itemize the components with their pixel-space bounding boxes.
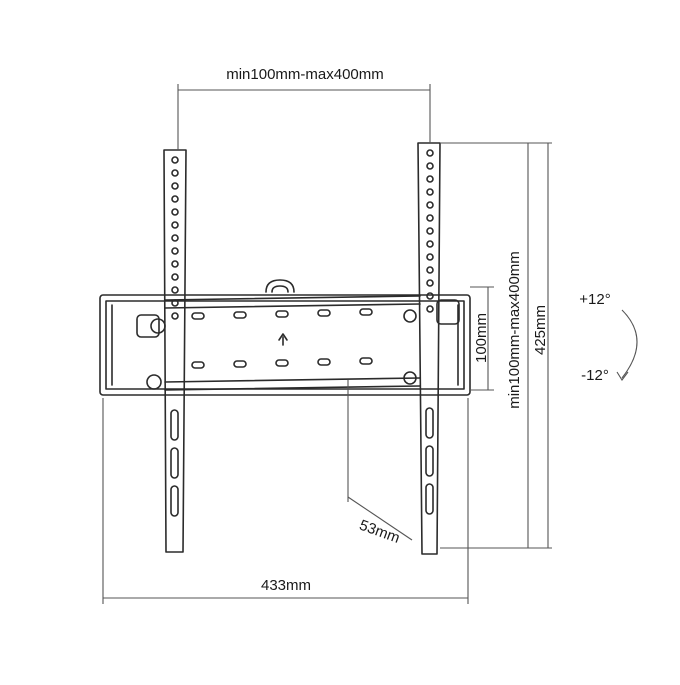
total-width-dimension xyxy=(102,398,469,604)
tilt-up-label: +12° xyxy=(579,291,610,308)
depth-dimension xyxy=(347,380,413,541)
vesa-width-label: min100mm-max400mm xyxy=(226,66,384,83)
right-arm xyxy=(417,142,441,555)
tilt-down-label: -12° xyxy=(581,367,609,384)
depth-label: 53mm xyxy=(357,517,402,547)
plate-height-label: 100mm xyxy=(473,313,490,363)
left-arm xyxy=(163,149,187,553)
left-arm-holes xyxy=(170,156,179,517)
tilt-knobs xyxy=(136,299,460,390)
wall-plate-slots xyxy=(191,308,373,369)
plate-height-dimension xyxy=(470,286,494,391)
right-arm-holes xyxy=(425,149,434,515)
vertical-extension-lines xyxy=(440,142,552,549)
total-width-label: 433mm xyxy=(261,577,311,594)
vesa-height-label: min100mm-max400mm xyxy=(506,251,523,409)
vesa-width-dimension xyxy=(177,84,431,150)
tilt-arc xyxy=(616,309,638,381)
arm-height-label: 425mm xyxy=(532,305,549,355)
wall-plate xyxy=(99,279,471,396)
